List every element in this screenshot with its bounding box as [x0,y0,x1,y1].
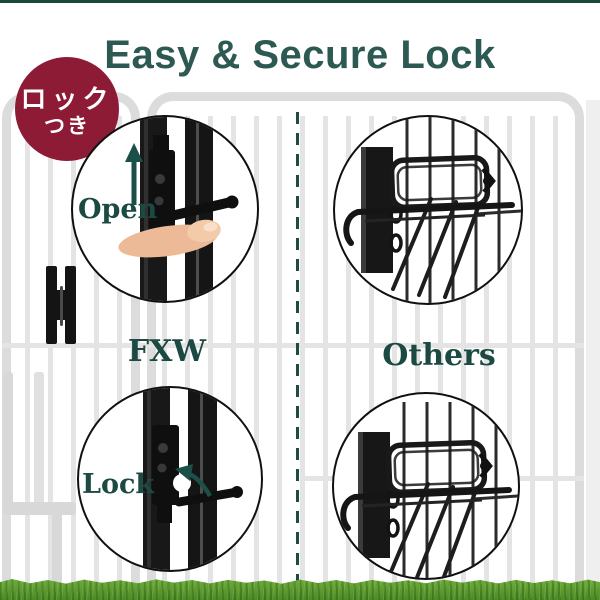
latch-lever [166,197,236,221]
badge-text-line1: ロック [20,84,114,114]
others-lock-illustration [334,394,518,578]
top-rule [0,0,600,3]
brand-label-fxw: FXW [127,334,207,369]
hinge-pin [60,286,63,326]
photo-circle-others-bottom [332,392,520,580]
foreground-fence-rail [3,502,76,515]
fence-panel-right [147,92,584,592]
photo-circle-fxw-open [71,115,259,303]
latch-pin [343,202,515,246]
fence-hinge [46,266,78,344]
wire-lock [343,117,521,303]
curved-arrow-icon [175,464,212,498]
grass-strip [0,579,600,600]
fence-mid-rail [2,343,584,348]
photo-circle-others-top [333,115,523,305]
fence-right-edge [586,100,600,583]
fxw-open-illustration [118,117,239,301]
foreground-fence-post [52,510,62,583]
open-caption: Open [78,194,158,225]
badge-text-line2: つき [44,115,90,138]
latch-bracket [152,425,179,505]
foreground-fence-bar [3,372,13,512]
finger [118,219,221,258]
up-arrow-icon [125,143,143,205]
page-title: Easy & Secure Lock [104,33,496,77]
foreground-fence-bar [34,372,44,512]
others-lock-illustration [343,117,521,303]
fxw-lock-illustration [143,388,243,570]
brand-label-others: Others [382,338,496,373]
dashed-divider [296,112,299,583]
lock-caption: Lock [82,469,155,500]
photo-circle-fxw-lock [77,386,263,572]
